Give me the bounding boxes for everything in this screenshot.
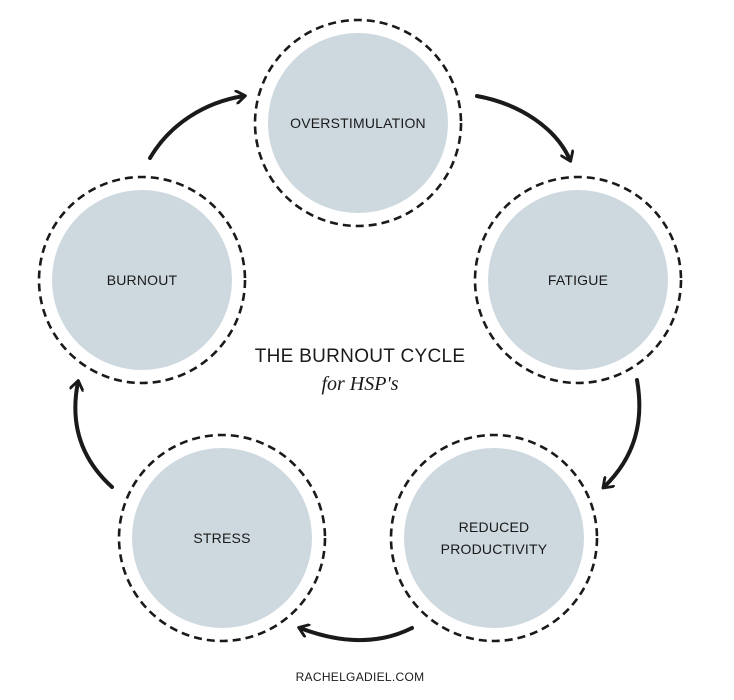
diagram-subtitle: for HSP's bbox=[321, 373, 398, 395]
node-reduced-productivity-label: REDUCED bbox=[459, 519, 530, 535]
cycle-nodes: OVERSTIMULATION FATIGUE REDUCED PRODUCTIVIT… bbox=[37, 18, 683, 643]
arrow-burnout-to-overstimulation bbox=[148, 96, 244, 160]
node-reduced-productivity-label: PRODUCTIVITY bbox=[441, 541, 548, 557]
node-reduced-productivity-circle bbox=[404, 448, 584, 628]
arrow-stress-to-burnout bbox=[75, 382, 114, 489]
node-fatigue-circle bbox=[488, 190, 668, 370]
node-reduced-productivity: REDUCED PRODUCTIVITY bbox=[389, 433, 599, 643]
node-fatigue: FATIGUE bbox=[473, 175, 683, 385]
node-burnout-label: BURNOUT bbox=[107, 272, 178, 288]
node-stress-label: STRESS bbox=[193, 530, 250, 546]
node-stress-circle bbox=[132, 448, 312, 628]
arrow-overstimulation-to-fatigue bbox=[475, 94, 570, 160]
cycle-arrows bbox=[75, 94, 642, 642]
node-stress: STRESS bbox=[117, 433, 327, 643]
node-burnout: BURNOUT bbox=[37, 175, 247, 385]
footer-website: RACHELGADIEL.COM bbox=[296, 670, 425, 684]
node-burnout-circle bbox=[52, 190, 232, 370]
node-overstimulation-circle bbox=[268, 33, 448, 213]
node-overstimulation-label: OVERSTIMULATION bbox=[290, 115, 426, 131]
arrow-fatigue-to-reduced-productivity bbox=[604, 378, 642, 487]
node-overstimulation: OVERSTIMULATION bbox=[253, 18, 463, 228]
arrow-reduced-productivity-to-stress bbox=[300, 628, 414, 642]
node-fatigue-label: FATIGUE bbox=[548, 272, 608, 288]
diagram-title: THE BURNOUT CYCLE bbox=[255, 346, 466, 367]
